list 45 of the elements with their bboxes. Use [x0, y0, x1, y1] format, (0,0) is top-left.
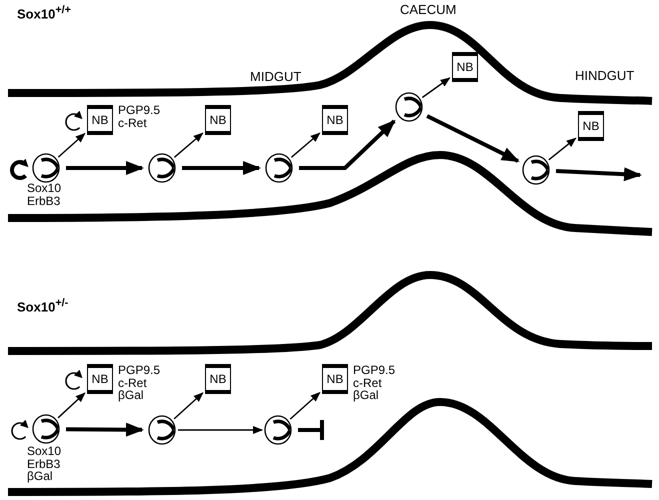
- self-renewal-arrow: [65, 110, 83, 131]
- arrow: [66, 422, 144, 437]
- genotype-label: Sox10$^{+/-}$: [17, 297, 68, 314]
- marker-text: Sox10 ErbB3 βGal: [27, 445, 62, 483]
- arrow: [66, 161, 144, 175]
- marker-text: PGP9.5 c-Ret βGal: [118, 364, 162, 402]
- arrow: [556, 167, 642, 182]
- arrow: [178, 426, 263, 434]
- cell-circle: [264, 152, 294, 184]
- neuroblast-box: NB: [87, 364, 113, 394]
- neuroblast-box: NB: [205, 105, 231, 135]
- region-label: MIDGUT: [250, 69, 302, 84]
- cell-circle: [394, 91, 424, 123]
- arrow: [290, 392, 321, 420]
- neuroblast-box: NB: [322, 364, 348, 394]
- cell-circle: [521, 154, 551, 186]
- neuroblast-box: NB: [452, 52, 478, 82]
- cell-circle: [31, 152, 61, 184]
- arrow: [58, 392, 86, 418]
- neuroblast-box: NB: [87, 105, 113, 135]
- neuroblast-box: NB: [578, 111, 604, 141]
- genotype-label: Sox10$^{+/+}$: [17, 4, 71, 22]
- marker-text: PGP9.5 c-Ret βGal: [353, 364, 396, 402]
- cell-circle: [263, 414, 293, 446]
- neuroblast-box: NB: [322, 105, 348, 135]
- marker-text: PGP9.5 c-Ret: [118, 104, 162, 130]
- arrow: [182, 161, 261, 175]
- region-label: CAECUM: [400, 2, 456, 17]
- arrow: [174, 132, 204, 158]
- arrow: [290, 132, 320, 158]
- self-renewal-arrow: [65, 370, 83, 390]
- arrow: [174, 392, 204, 420]
- self-renewal-arrow: [11, 420, 29, 440]
- marker-text: Sox10 ErbB3: [27, 182, 62, 208]
- arrow: [58, 132, 86, 158]
- region-label: HINDGUT: [575, 68, 634, 83]
- neuroblast-box: NB: [205, 364, 231, 394]
- arrow: [426, 114, 520, 163]
- cell-circle: [147, 152, 177, 184]
- arrow: [548, 138, 576, 160]
- cell-circle: [147, 414, 177, 446]
- cell-circle: [31, 413, 61, 445]
- self-renewal-arrow: [10, 158, 29, 180]
- arrow: [299, 120, 396, 170]
- arrow: [422, 77, 450, 98]
